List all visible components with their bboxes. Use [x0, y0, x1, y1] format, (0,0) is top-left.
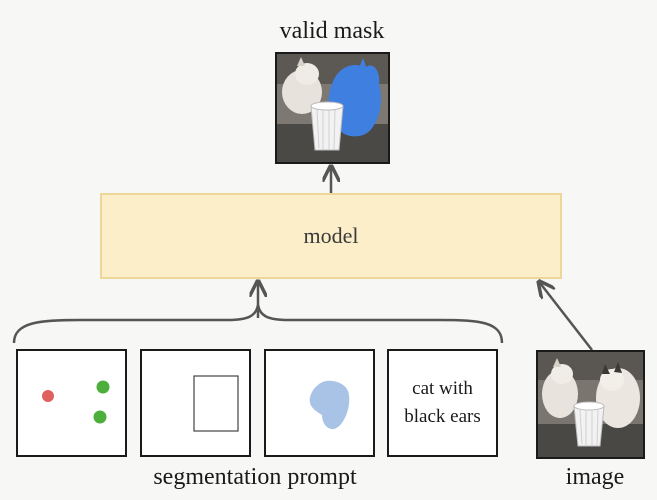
image-label: image: [565, 464, 625, 490]
input-photo: [538, 352, 643, 457]
box-prompt-box: [140, 349, 251, 457]
model-label: model: [303, 223, 359, 248]
valid-mask-image: [275, 52, 390, 164]
negative-point: [42, 390, 54, 402]
valid-mask-photo: [277, 54, 388, 162]
mask-prompt-drawing: [309, 380, 350, 430]
prompt-brace: [12, 304, 504, 344]
mask-blob: [309, 380, 350, 430]
segmentation-prompt-label: segmentation prompt: [153, 464, 357, 490]
text-prompt-box: cat with black ears: [387, 349, 498, 457]
mask-prompt-box: [264, 349, 375, 457]
point-prompt-box: [16, 349, 127, 457]
point-prompt-drawing: [42, 380, 110, 424]
arrow-image-to-model: [540, 283, 593, 351]
text-prompt-line1: cat with: [412, 378, 473, 399]
text-prompt-line2: black ears: [404, 406, 481, 427]
positive-point-1: [96, 380, 110, 394]
input-image: [536, 350, 645, 459]
model-box: model: [100, 193, 562, 279]
box-prompt-drawing: [193, 375, 239, 432]
valid-mask-label: valid mask: [279, 18, 385, 44]
positive-point-2: [93, 410, 107, 424]
bounding-box: [193, 375, 239, 432]
